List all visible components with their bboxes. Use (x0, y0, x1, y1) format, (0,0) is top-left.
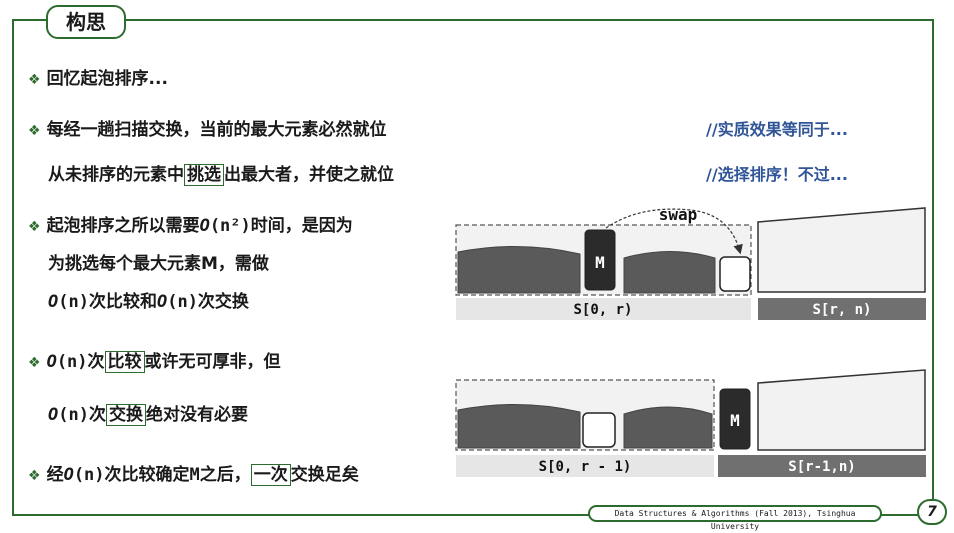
right-range-label: S[r, n) (812, 302, 871, 318)
bullet-why-n2-line3: O(n)次比较和O(n)次交换 (48, 292, 249, 312)
sorted-region-top (757, 207, 926, 293)
bullet-swap-unneeded: O(n)次交换绝对没有必要 (48, 404, 248, 426)
boxed-compare: 比较 (104, 351, 145, 373)
left-bar-top (456, 298, 751, 320)
right-bar-top (758, 298, 926, 320)
diamond-bullet-icon: ❖ (28, 355, 41, 371)
swap-label: swap (659, 205, 698, 224)
max-element-block (584, 229, 616, 291)
boxed-swap: 交换 (105, 404, 146, 426)
diamond-bullet-icon: ❖ (28, 219, 41, 235)
max-label: M (595, 253, 605, 272)
bullet-one-swap: ❖经O(n)次比较确定M之后，一次交换足矣 (28, 464, 359, 486)
unsorted-block (457, 404, 581, 449)
footer-course: Data Structures & Algorithms (Fall 2013)… (588, 505, 882, 531)
swapped-element-block (582, 412, 616, 448)
right-bar-bottom (718, 455, 926, 477)
boxed-select: 挑选 (184, 164, 224, 186)
bullet-each-pass: ❖每经一趟扫描交换，当前的最大元素必然就位 (28, 120, 387, 140)
max-label: M (730, 411, 740, 430)
bullet-compare-ok: ❖O(n)次比较或许无可厚非，但 (28, 351, 281, 373)
bullet-recall-bubble-sort: ❖回忆起泡排序... (28, 69, 168, 89)
left-range-label: S[0, r) (573, 302, 632, 318)
slide-title: 构思 (46, 5, 126, 39)
swap-arrow (605, 208, 743, 255)
unsorted-block (623, 406, 713, 449)
unsorted-block (457, 246, 581, 294)
max-element-block (719, 388, 751, 450)
note-selection-sort: //选择排序！不过... (706, 165, 848, 184)
last-element-block (719, 256, 751, 292)
bullet-each-pass-cont: 从未排序的元素中挑选出最大者，并使之就位 (48, 164, 394, 186)
sorted-region-bottom (757, 369, 926, 451)
slide-frame (12, 19, 934, 516)
diamond-bullet-icon: ❖ (28, 72, 41, 88)
bullet-why-n2: ❖起泡排序之所以需要O(n²)时间，是因为 (28, 216, 353, 236)
diamond-bullet-icon: ❖ (28, 123, 41, 139)
diamond-bullet-icon: ❖ (28, 468, 41, 484)
left-range-label: S[0, r - 1) (539, 459, 632, 475)
left-bar-bottom (456, 455, 714, 477)
page-number: 7 (917, 499, 947, 525)
note-equivalent: //实质效果等同于... (706, 120, 848, 139)
right-range-label: S[r-1,n) (788, 459, 855, 475)
unsorted-block (623, 251, 716, 294)
boxed-once: 一次 (250, 464, 291, 486)
bullet-why-n2-line2: 为挑选每个最大元素M，需做 (48, 254, 269, 274)
